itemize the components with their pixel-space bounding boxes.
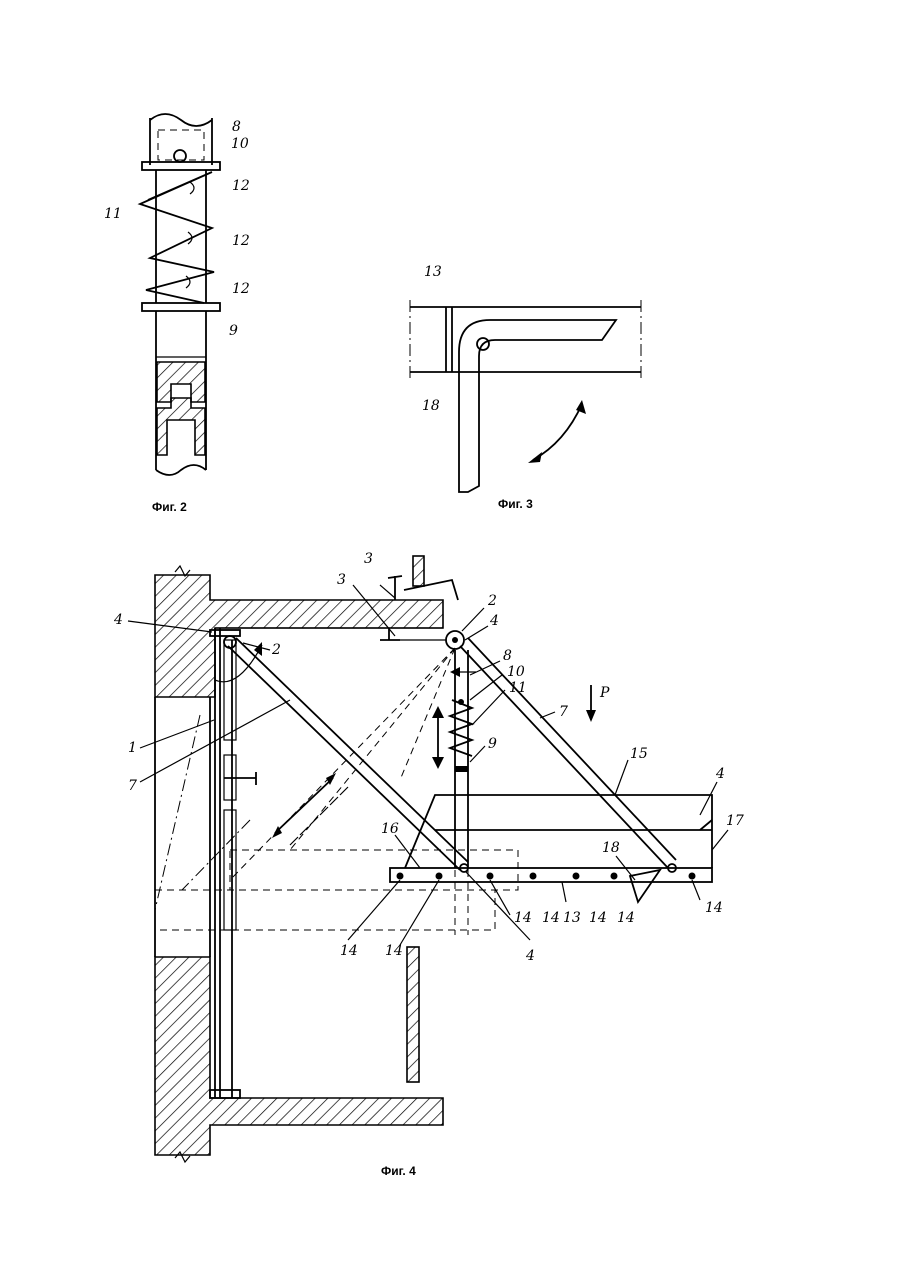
label-12a: 12 — [232, 178, 250, 194]
label-13: 13 — [563, 910, 581, 926]
label-18: 18 — [422, 398, 440, 414]
label-P: P — [599, 685, 610, 701]
label-12b: 12 — [232, 233, 250, 249]
label-14g: 14 — [705, 900, 723, 916]
label-11: 11 — [509, 680, 527, 696]
label-3a: 3 — [364, 551, 373, 567]
label-2b: 2 — [487, 593, 497, 609]
label-14d: 14 — [542, 910, 560, 926]
label-4b: 4 — [489, 613, 499, 629]
label-12c: 12 — [232, 281, 250, 297]
label-14f: 14 — [617, 910, 635, 926]
caption-fig-4: Фиг. 4 — [381, 1164, 416, 1178]
figure-3 — [410, 300, 641, 492]
figure-3-labels: 13 18 Фиг. 3 — [422, 264, 533, 511]
label-1: 1 — [128, 740, 137, 756]
figure-2 — [140, 114, 220, 475]
label-13: 13 — [424, 264, 442, 280]
label-15: 15 — [630, 746, 648, 762]
figure-2-labels: 8 10 11 12 12 12 9 Фиг. 2 — [104, 119, 250, 514]
label-4a: 4 — [113, 612, 123, 628]
caption-fig-2: Фиг. 2 — [152, 500, 187, 514]
label-18: 18 — [602, 840, 620, 856]
label-8: 8 — [503, 648, 512, 664]
label-4d: 4 — [525, 948, 535, 964]
wall-lower — [155, 957, 443, 1155]
label-17: 17 — [726, 813, 744, 829]
label-14b: 14 — [385, 943, 403, 959]
figure-4 — [128, 556, 728, 1162]
caption-fig-3: Фиг. 3 — [498, 497, 533, 511]
label-10: 10 — [507, 664, 525, 680]
label-11: 11 — [104, 206, 122, 222]
label-14c: 14 — [514, 910, 532, 926]
label-4c: 4 — [715, 766, 725, 782]
label-7a: 7 — [559, 704, 568, 720]
label-16: 16 — [381, 821, 399, 837]
label-7b: 7 — [128, 778, 137, 794]
label-3b: 3 — [337, 572, 346, 588]
label-9: 9 — [229, 323, 238, 339]
label-8: 8 — [232, 119, 241, 135]
label-10: 10 — [231, 136, 249, 152]
label-14e: 14 — [589, 910, 607, 926]
label-9: 9 — [488, 736, 497, 752]
wall-upper — [155, 575, 443, 697]
label-2a: 2 — [271, 642, 281, 658]
label-14a: 14 — [340, 943, 358, 959]
